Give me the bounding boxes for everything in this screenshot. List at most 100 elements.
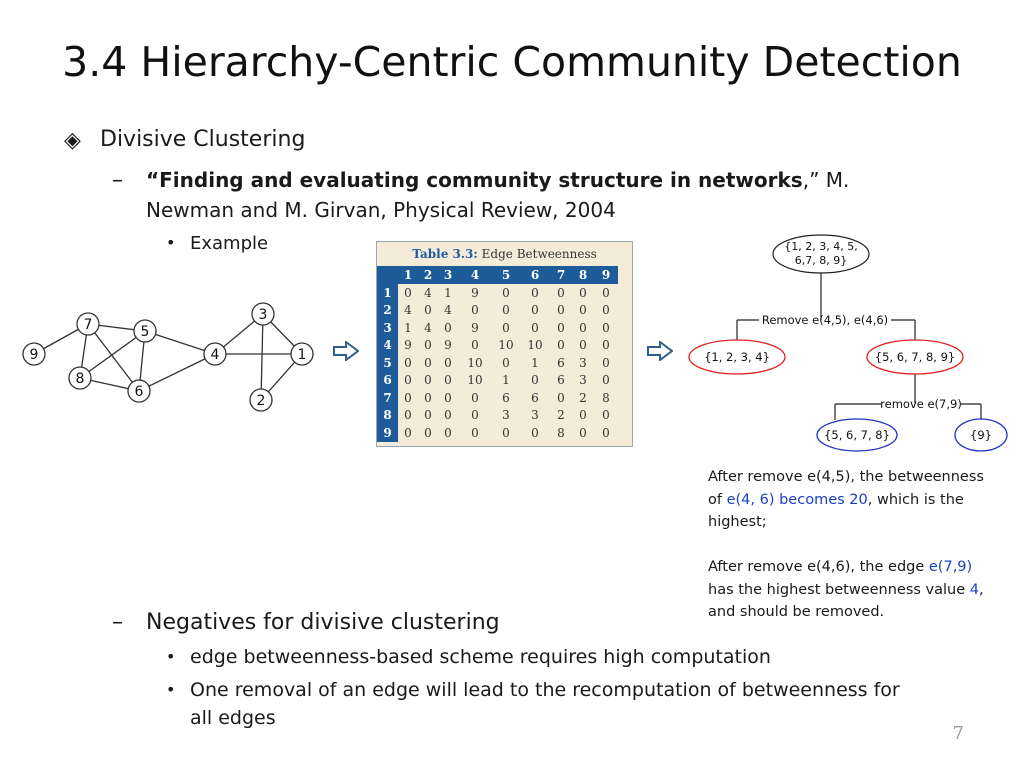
table-cell: 0 [424, 373, 432, 388]
table-cell: 0 [579, 338, 587, 353]
table-cell: 0 [404, 425, 412, 440]
table-cell: 0 [424, 425, 432, 440]
row-header: 9 [377, 424, 398, 442]
graph-node-4: 4 [203, 342, 227, 366]
row-header: 8 [377, 406, 398, 424]
row-header: 6 [377, 371, 398, 389]
table-cell: 6 [531, 390, 539, 405]
left-set-ellipse [688, 339, 786, 375]
col-header: 9 [594, 266, 618, 284]
note-p1-line2: of e(4, 6) becomes 20, which is the [708, 491, 964, 508]
table-cell: 0 [404, 390, 412, 405]
dot-bullet: • [166, 233, 176, 252]
split-label-1: Remove e(4,5), e(4,6) [762, 313, 888, 327]
table-cell: 10 [527, 338, 543, 353]
table-cell: 6 [557, 355, 565, 370]
table-cell: 0 [602, 303, 610, 318]
table-cell: 3 [502, 408, 510, 423]
table-cell: 0 [444, 355, 452, 370]
root-set-line2: 6,7, 8, 9} [795, 254, 847, 267]
table-cell: 0 [404, 373, 412, 388]
dash-bullet: – [112, 610, 123, 635]
table-cell: 0 [602, 285, 610, 300]
diamond-bullet-icon: ◈ [64, 128, 81, 153]
svg-text:5: 5 [141, 324, 150, 340]
bullet-divisive-clustering: Divisive Clustering [100, 127, 306, 152]
svg-text:9: 9 [30, 347, 39, 363]
split-label-2: remove e(7,9) [880, 397, 962, 411]
table-cell: 0 [602, 425, 610, 440]
table-cell: 1 [444, 285, 452, 300]
table-cell: 4 [444, 303, 452, 318]
table-cell: 6 [557, 373, 565, 388]
table-cell: 0 [424, 338, 432, 353]
table-cell: 0 [424, 303, 432, 318]
svg-text:1: 1 [298, 347, 307, 363]
graph-node-1: 1 [290, 342, 314, 366]
col-header: 1 [398, 266, 418, 284]
table-cell: 10 [467, 373, 483, 388]
table-cell: 2 [557, 408, 565, 423]
reference-tail: ,” M. [802, 168, 850, 192]
table-cell: 1 [404, 320, 412, 335]
right-set-label: {5, 6, 7, 8, 9} [875, 350, 955, 364]
example-graph: 9 7 5 8 6 4 3 1 2 [22, 302, 314, 412]
table-cell: 0 [444, 320, 452, 335]
table-cell: 0 [557, 285, 565, 300]
table-cell: 6 [502, 390, 510, 405]
table-cell: 0 [471, 338, 479, 353]
table-caption-label: Table 3.3: [412, 247, 478, 261]
table-cell: 10 [498, 338, 514, 353]
right-arrow-icon [333, 341, 359, 361]
table-cell: 2 [579, 390, 587, 405]
col-header: 7 [550, 266, 572, 284]
table-cell: 0 [602, 338, 610, 353]
table-cell: 0 [444, 373, 452, 388]
table-cell: 0 [531, 303, 539, 318]
table-cell: 0 [557, 320, 565, 335]
table-cell: 4 [424, 285, 432, 300]
table-cell: 4 [404, 303, 412, 318]
graph-node-3: 3 [251, 302, 275, 326]
table-cell: 0 [531, 320, 539, 335]
negative-point-2-line1: One removal of an edge will lead to the … [190, 679, 900, 701]
example-label: Example [190, 233, 269, 254]
table-cell: 0 [502, 355, 510, 370]
table-cell: 8 [557, 425, 565, 440]
slide-title: 3.4 Hierarchy-Centric Community Detectio… [62, 38, 962, 86]
table-cell: 0 [602, 373, 610, 388]
left2-set-ellipse [816, 418, 898, 452]
table-cell: 0 [444, 408, 452, 423]
col-header: 5 [492, 266, 520, 284]
row-header: 7 [377, 389, 398, 407]
svg-text:4: 4 [211, 347, 220, 363]
table-cell: 0 [502, 303, 510, 318]
col-header: 3 [438, 266, 458, 284]
svg-text:2: 2 [257, 393, 266, 409]
table-cell: 4 [424, 320, 432, 335]
note-highlight: e(4, 6) becomes 20 [726, 491, 868, 508]
table-cell: 9 [471, 320, 479, 335]
negative-point-2-line2: all edges [190, 707, 276, 729]
table-cell: 0 [502, 320, 510, 335]
table-cell: 0 [557, 338, 565, 353]
graph-nodes: 9 7 5 8 6 4 3 1 2 [22, 302, 314, 412]
table-cell: 0 [444, 390, 452, 405]
table-cell: 0 [579, 320, 587, 335]
table-cell: 0 [531, 285, 539, 300]
right-arrow-icon [647, 341, 673, 361]
row-header: 2 [377, 301, 398, 319]
table-cell: 0 [471, 425, 479, 440]
row-header: 1 [377, 284, 398, 302]
explanation-note: After remove e(4,5), the betweenness of … [708, 466, 1008, 624]
table-cell: 0 [602, 408, 610, 423]
